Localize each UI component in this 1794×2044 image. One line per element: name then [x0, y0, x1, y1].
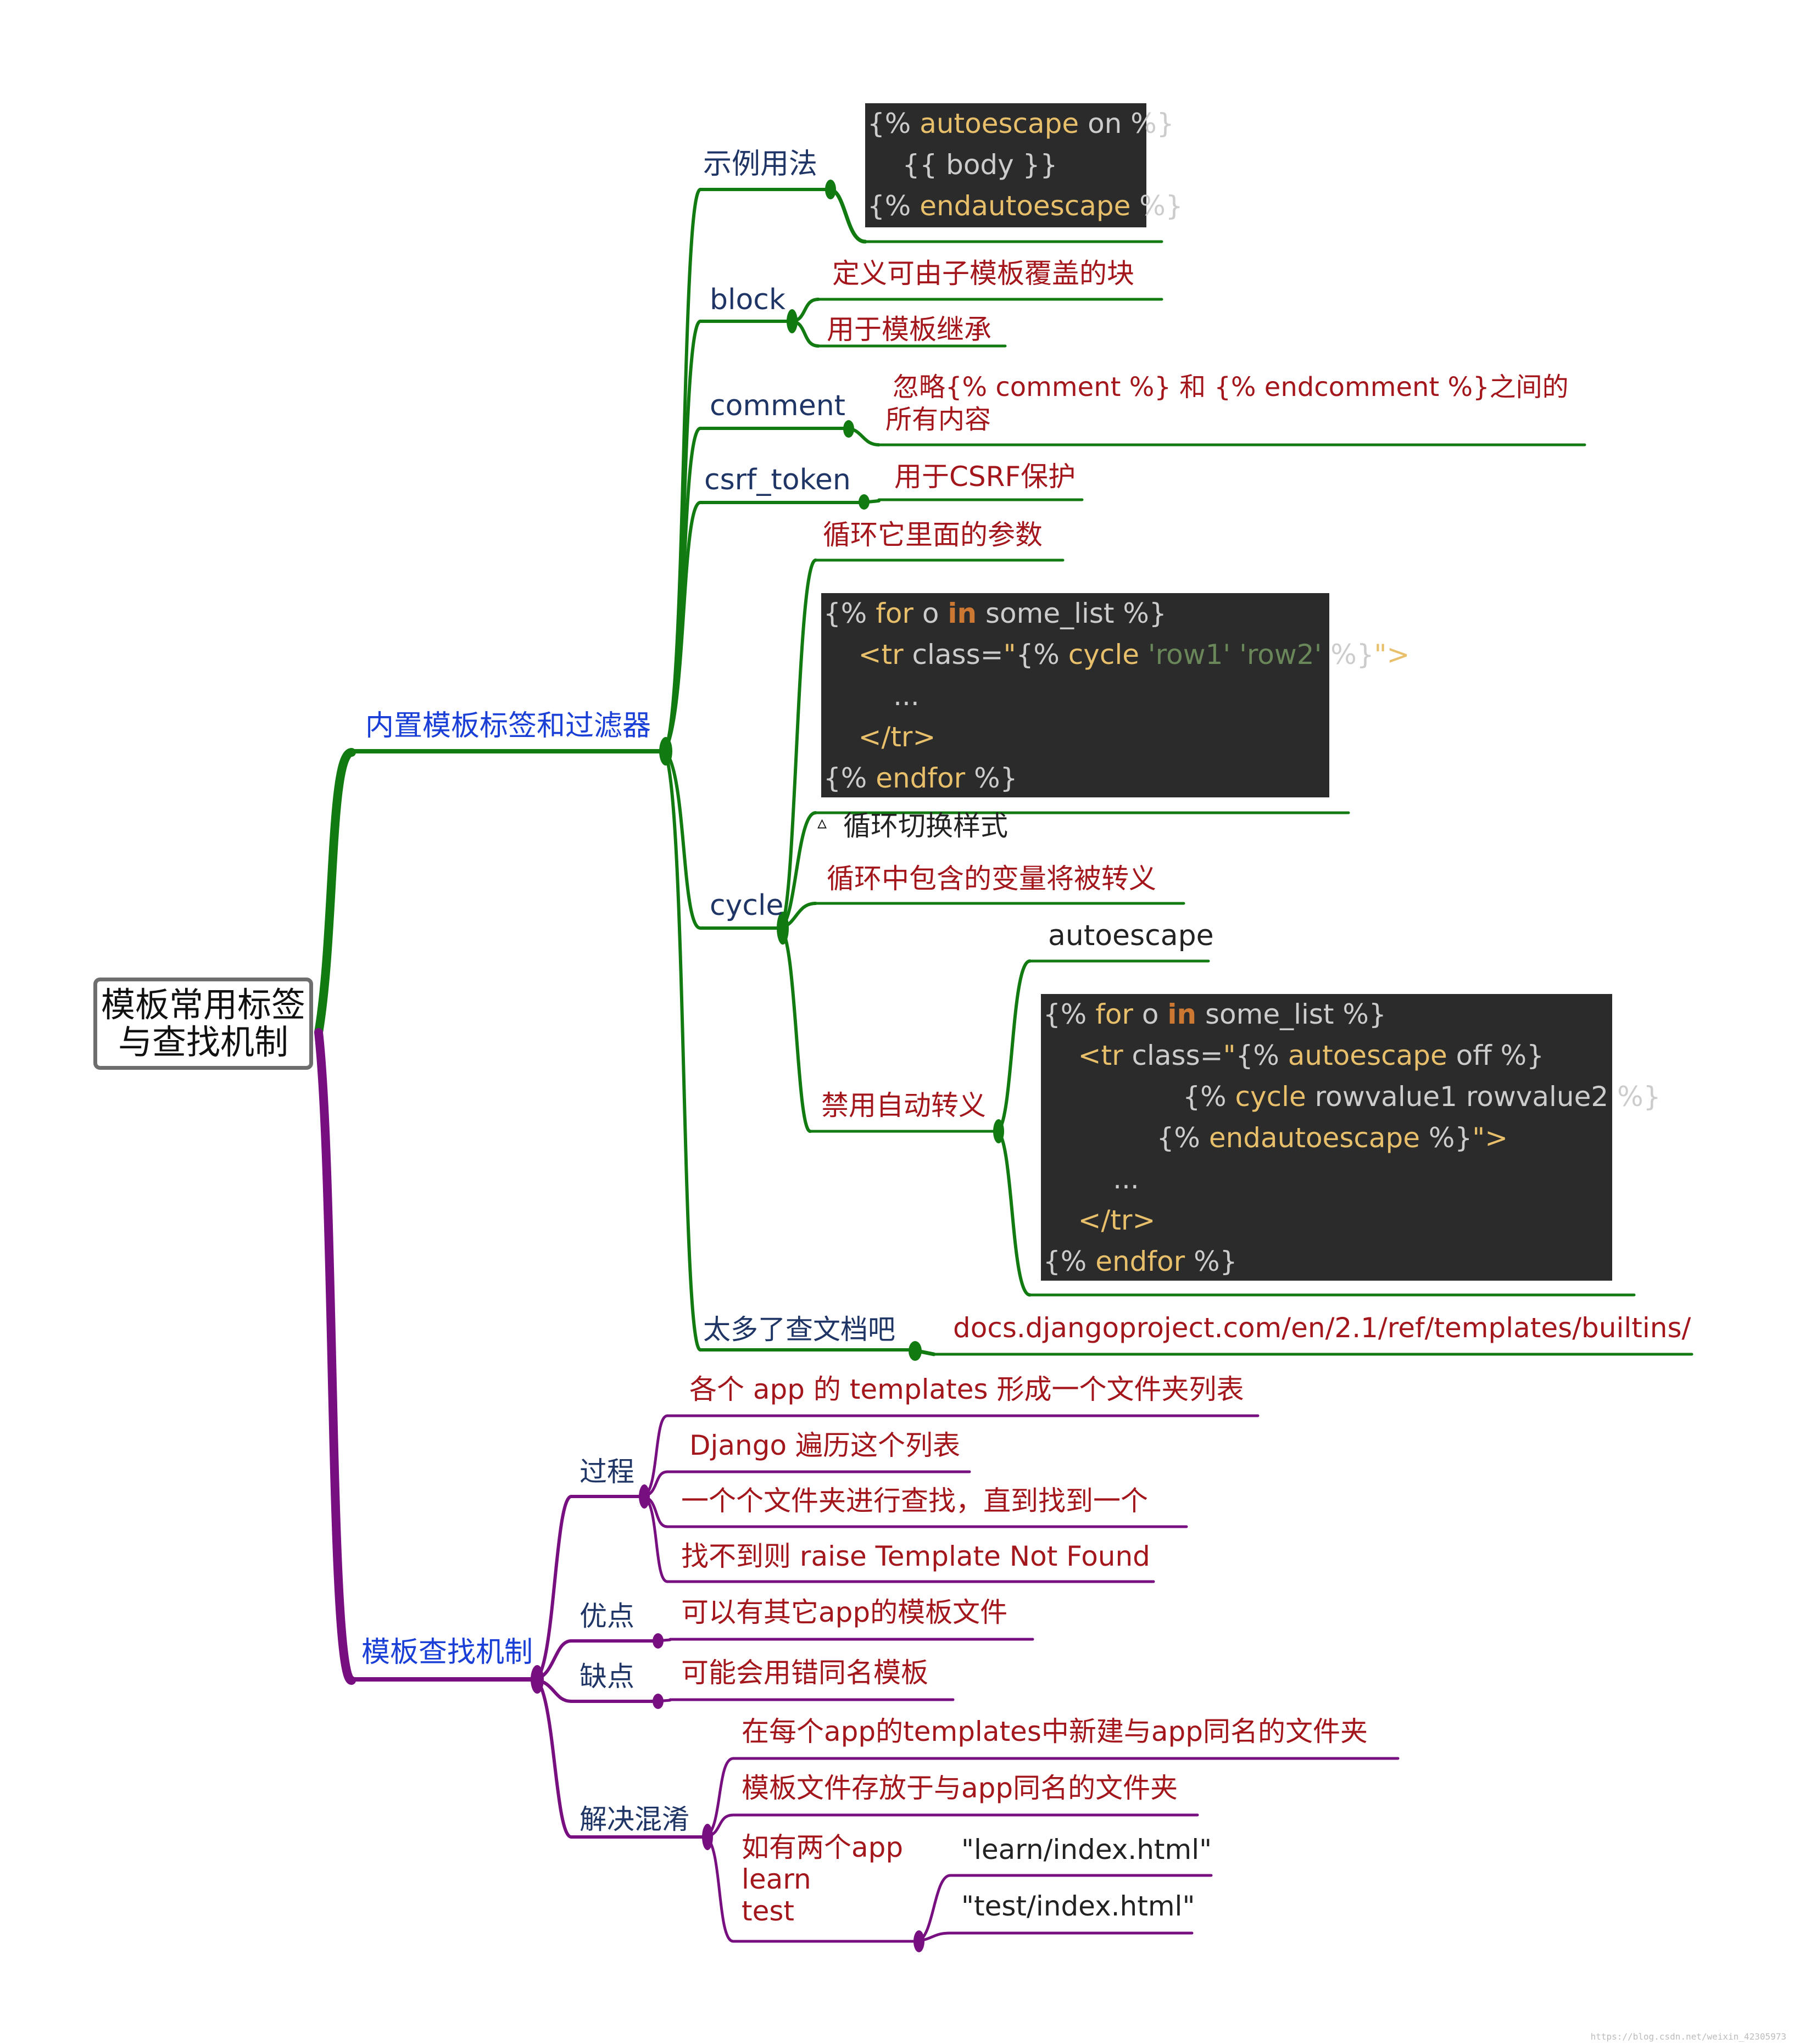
- cons-item: 可能会用错同名模板: [681, 1657, 928, 1689]
- csrf-desc: 用于CSRF保护: [894, 461, 1076, 493]
- code-line: ...: [823, 680, 920, 712]
- disable-autoescape-tag: autoescape: [1048, 919, 1214, 952]
- block-desc-inherit: 用于模板继承: [827, 314, 991, 345]
- code-line: <tr class="{% autoescape off %}: [1043, 1040, 1544, 1071]
- cycle-loop-desc: 循环它里面的参数: [823, 519, 1043, 551]
- code-line: {% cycle rowvalue1 rowvalue2 %}: [1043, 1081, 1661, 1113]
- code-line: <tr class="{% cycle 'row1' 'row2' %}">: [823, 639, 1410, 671]
- code-line: {% endfor %}: [823, 762, 1018, 794]
- code-line: </tr>: [823, 721, 936, 753]
- node-comment[interactable]: comment: [710, 389, 846, 422]
- node-block[interactable]: block: [710, 283, 785, 316]
- process-step-2: Django 遍历这个列表: [689, 1429, 960, 1461]
- process-step-1: 各个 app 的 templates 形成一个文件夹列表: [689, 1373, 1244, 1405]
- code-line: ...: [1043, 1163, 1139, 1195]
- code-line: {% endautoescape %}">: [1043, 1122, 1508, 1154]
- example-line-1: 如有两个app: [742, 1831, 904, 1863]
- node-cycle[interactable]: cycle: [710, 889, 784, 922]
- code-line: {% for o in some_list %}: [1043, 998, 1386, 1030]
- docs-url-link[interactable]: docs.djangoproject.com/en/2.1/ref/templa…: [953, 1312, 1691, 1344]
- node-csrf-token[interactable]: csrf_token: [704, 463, 851, 496]
- block-desc-override: 定义可由子模板覆盖的块: [832, 258, 1134, 289]
- path-test-index: "test/index.html": [961, 1890, 1195, 1922]
- node-disable-autoescape[interactable]: 禁用自动转义: [821, 1090, 986, 1121]
- process-step-3: 一个个文件夹进行查找，直到找到一个: [681, 1485, 1148, 1517]
- node-process[interactable]: 过程: [580, 1456, 634, 1488]
- root-title-line1: 模板常用标签: [101, 984, 305, 1025]
- code-line: {% endautoescape %}: [867, 190, 1183, 222]
- code-autoescape-example: {% autoescape on %} {{ body }} {% endaut…: [865, 103, 1183, 227]
- watermark: https://blog.csdn.net/weixin_42305973: [1590, 2031, 1786, 2042]
- cycle-escape-note: 循环中包含的变量将被转义: [827, 863, 1156, 895]
- node-example-usage[interactable]: 示例用法: [703, 148, 818, 181]
- node-cons[interactable]: 缺点: [580, 1661, 634, 1693]
- node-pros[interactable]: 优点: [580, 1600, 634, 1632]
- code-line: {% endfor %}: [1043, 1246, 1238, 1277]
- code-line: </tr>: [1043, 1204, 1156, 1236]
- code-line: {{ body }}: [867, 149, 1058, 181]
- code-cycle-example: {% for o in some_list %} <tr class="{% c…: [821, 593, 1410, 797]
- branch-builtin-tags[interactable]: 内置模板标签和过滤器: [365, 710, 651, 742]
- solution-step-1: 在每个app的templates中新建与app同名的文件夹: [742, 1716, 1368, 1747]
- code-disable-autoescape: {% for o in some_list %} <tr class="{% a…: [1041, 994, 1661, 1281]
- process-step-4: 找不到则 raise Template Not Found: [681, 1540, 1150, 1572]
- node-more-docs[interactable]: 太多了查文档吧: [703, 1314, 895, 1345]
- code-line: {% autoescape on %}: [867, 108, 1174, 139]
- cycle-toggle-label: 循环切换样式: [843, 810, 1008, 842]
- root-title-line2: 与查找机制: [118, 1022, 288, 1062]
- example-line-3: test: [742, 1895, 795, 1927]
- branch-template-lookup[interactable]: 模板查找机制: [361, 1636, 533, 1669]
- solution-step-2: 模板文件存放于与app同名的文件夹: [742, 1772, 1178, 1804]
- comment-desc-line1: 忽略{% comment %} 和 {% endcomment %}之间的: [893, 372, 1569, 403]
- example-line-2: learn: [742, 1863, 811, 1895]
- node-resolve-confusion[interactable]: 解决混淆: [580, 1803, 689, 1835]
- path-learn-index: "learn/index.html": [961, 1834, 1212, 1866]
- solution-example[interactable]: 如有两个app learn test: [742, 1831, 903, 1927]
- pros-item: 可以有其它app的模板文件: [681, 1596, 1008, 1628]
- comment-desc-line2: 所有内容: [885, 404, 991, 435]
- root-node[interactable]: 模板常用标签 与查找机制: [93, 978, 313, 1070]
- collapse-toggle-icon[interactable]: ▵: [817, 812, 827, 834]
- code-line: {% for o in some_list %}: [823, 597, 1167, 629]
